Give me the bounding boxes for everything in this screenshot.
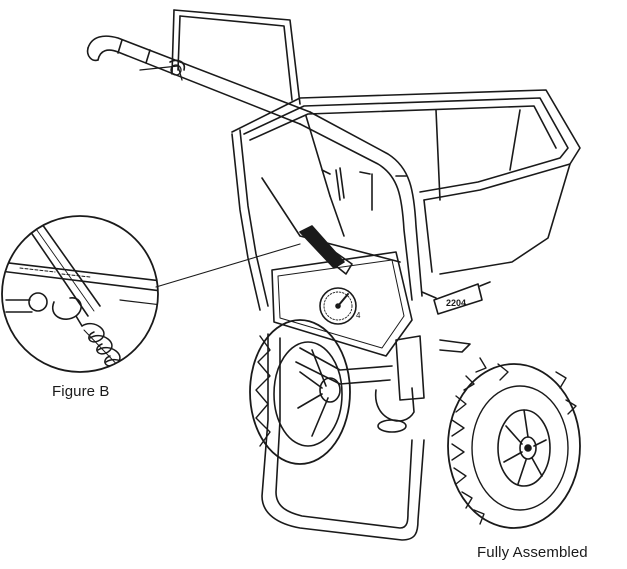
figure-b-detail [1,215,159,373]
dial-mark-label: 4 [356,311,361,320]
figure-b-caption: Figure B [52,383,110,400]
frame-tube [231,111,423,311]
control-panel: 4 [271,225,413,357]
handle-bar [86,9,311,125]
model-plate: 2204 [421,281,491,315]
right-wheel [447,357,581,529]
tire-tread [451,357,577,525]
hopper [231,89,581,275]
spreader: 4 2204 [86,9,581,541]
rate-dial [319,287,357,325]
stand [261,333,425,541]
leader-line [155,243,301,288]
fully-assembled-caption: Fully Assembled [477,544,588,561]
model-plate-text: 2204 [446,298,466,308]
left-wheel [249,319,351,465]
